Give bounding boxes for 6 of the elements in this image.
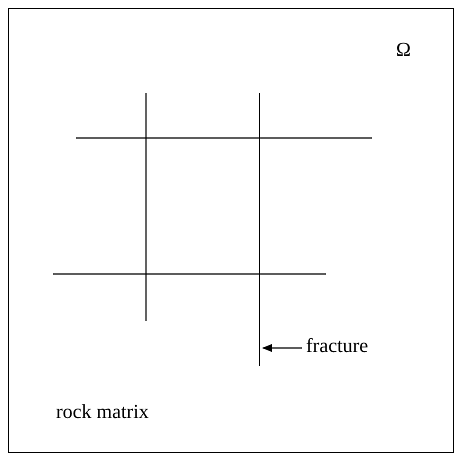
domain-boundary — [8, 8, 454, 453]
fracture-label: fracture — [306, 335, 368, 357]
domain-symbol: Ω — [396, 39, 411, 61]
leader-arrow — [262, 344, 302, 352]
region-label: rock matrix — [56, 401, 149, 423]
fracture-line — [259, 93, 260, 366]
